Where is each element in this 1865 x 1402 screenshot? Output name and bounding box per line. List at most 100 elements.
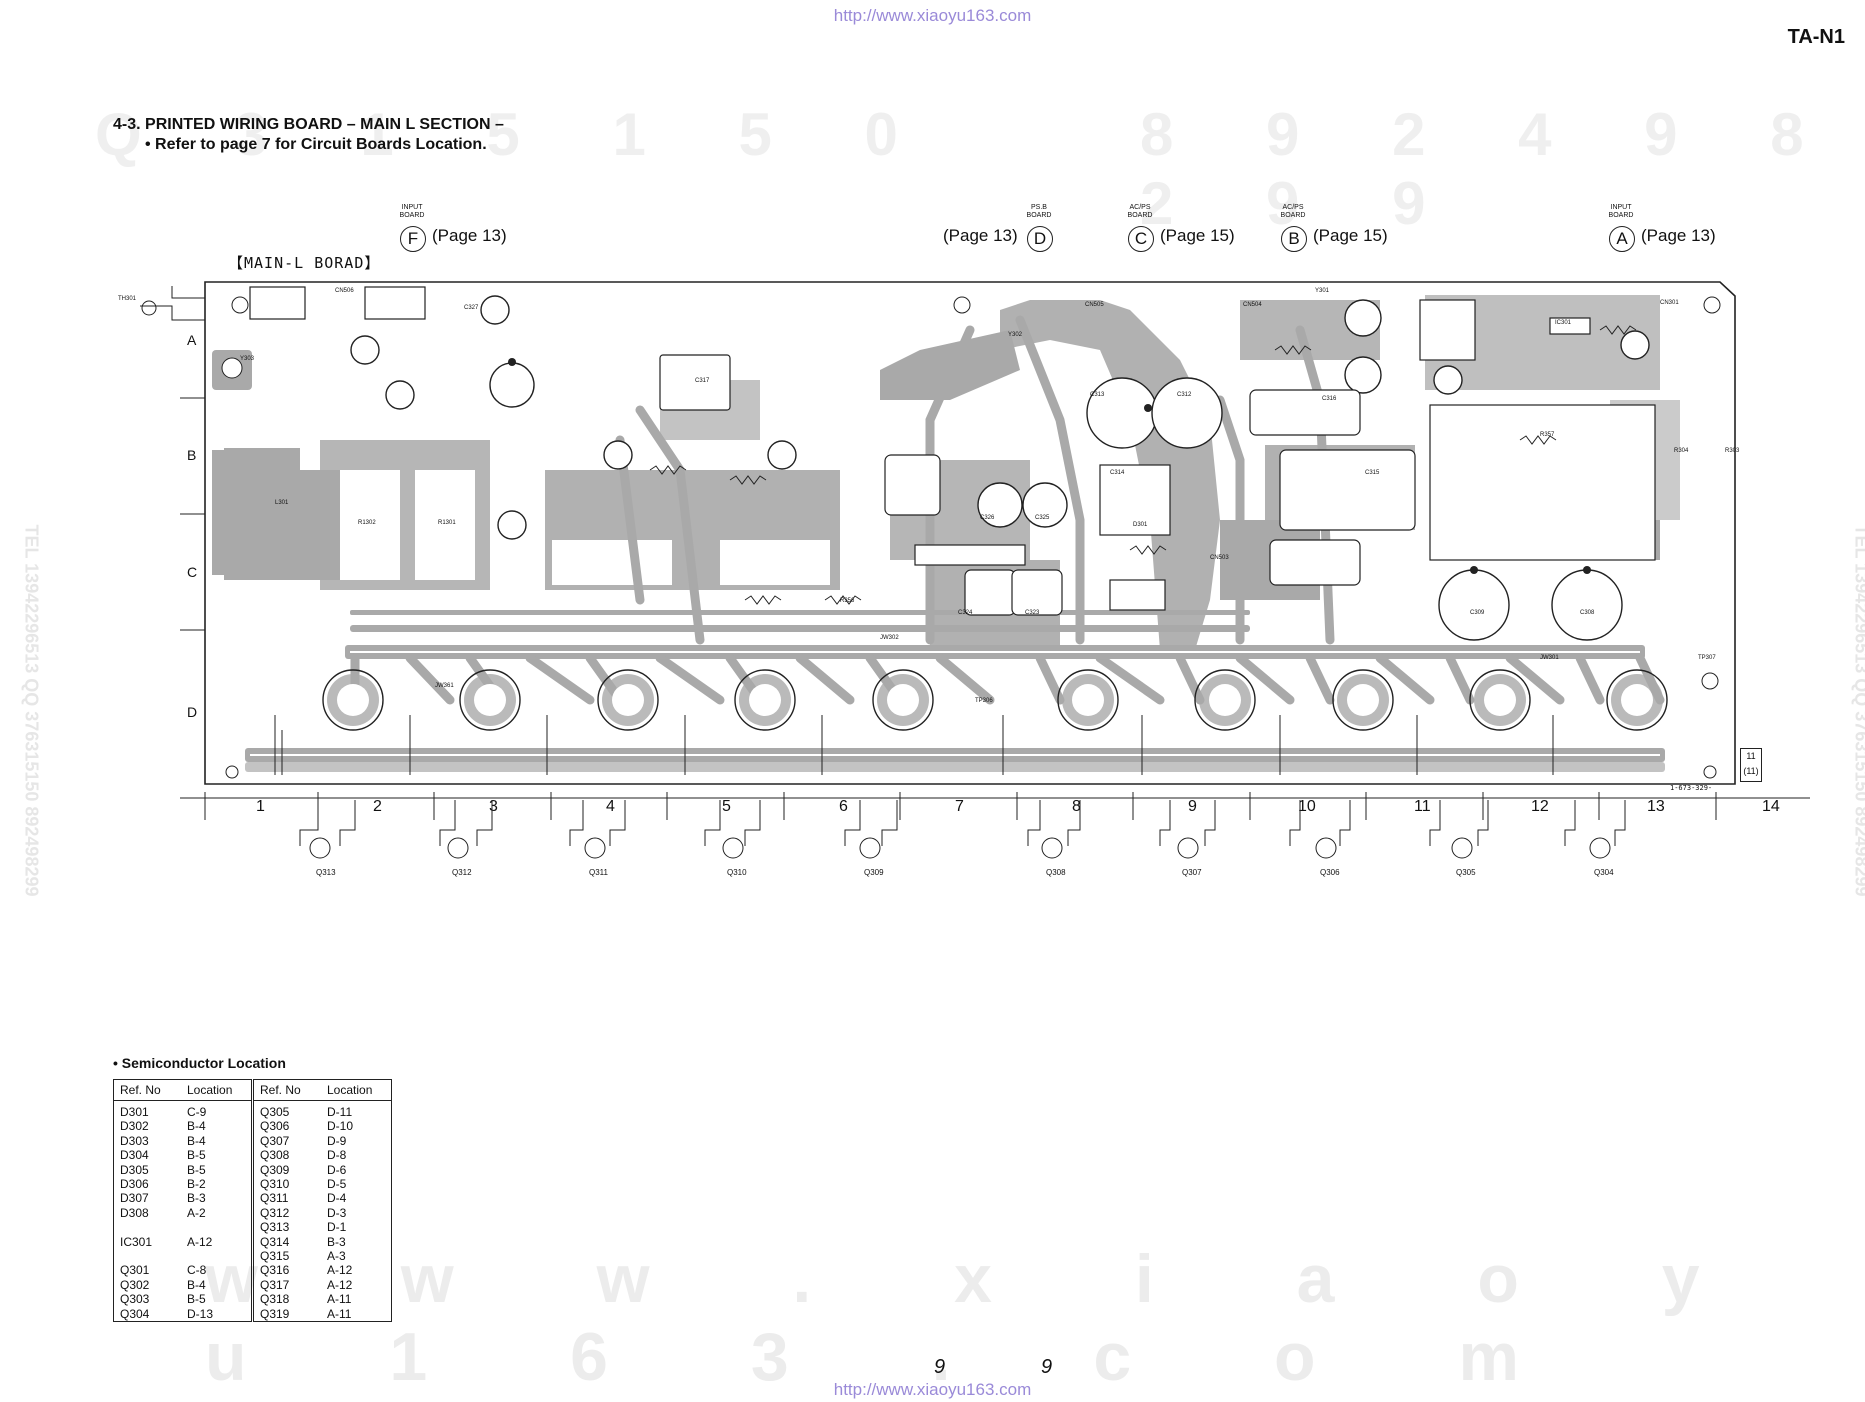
ref-no-cell: D304 bbox=[120, 1148, 149, 1163]
connector-letter: A bbox=[1609, 226, 1635, 252]
location-cell: D-8 bbox=[327, 1148, 347, 1163]
connector-page-ref: (Page 13) bbox=[432, 226, 507, 245]
capacitor-label: C323 bbox=[1025, 610, 1040, 616]
location-cell: A-12 bbox=[327, 1263, 353, 1278]
ref-no-cell bbox=[114, 1249, 182, 1263]
connector-tag: AC/PS BOARD bbox=[1280, 204, 1306, 219]
location-cell: B-4 bbox=[187, 1119, 206, 1134]
connector-page-ref: (Page 13) bbox=[1641, 226, 1716, 245]
transistor-label: Q307 bbox=[1182, 868, 1202, 877]
col-number: 10 bbox=[1298, 798, 1316, 815]
ref-no-cell: D302 bbox=[120, 1119, 149, 1134]
part-label: JW302 bbox=[880, 635, 899, 641]
ref-no-cell: D301 bbox=[120, 1105, 149, 1119]
part-label: L301 bbox=[275, 500, 289, 506]
transistor-label: Q310 bbox=[727, 868, 747, 877]
part-label: D301 bbox=[1133, 522, 1148, 528]
header-ref-no: Ref. No bbox=[113, 1079, 181, 1101]
board-label: 【MAIN-L BORAD】 bbox=[228, 254, 381, 272]
connector-page-ref: (Page 15) bbox=[1160, 226, 1235, 245]
row-letter: C bbox=[187, 564, 198, 580]
header-ref-no: Ref. No bbox=[251, 1079, 321, 1101]
url-top[interactable]: http://www.xiaoyu163.com bbox=[833, 6, 1032, 25]
transistor-label: Q306 bbox=[1320, 868, 1340, 877]
model-number: TA-N1 bbox=[1787, 26, 1845, 48]
section-title: 4-3. PRINTED WIRING BOARD – MAIN L SECTI… bbox=[113, 116, 504, 133]
part-label: IC301 bbox=[1555, 320, 1572, 326]
part-label: R1301 bbox=[438, 520, 456, 526]
col-number: 5 bbox=[722, 798, 731, 815]
location-cell bbox=[181, 1249, 253, 1263]
location-cell: B-3 bbox=[187, 1191, 206, 1206]
ref-no-cell: Q306 bbox=[251, 1119, 321, 1134]
ref-no-cell: Q309 bbox=[251, 1162, 321, 1178]
location-cell: B-4 bbox=[187, 1277, 206, 1292]
watermark-digits-left: Q 3 1 5 1 5 0 bbox=[95, 101, 936, 168]
col-number: 12 bbox=[1531, 798, 1549, 815]
capacitor-label: C325 bbox=[1035, 515, 1050, 521]
connector-letter: C bbox=[1128, 226, 1154, 252]
part-label: CN301 bbox=[1660, 300, 1679, 306]
part-label: TH301 bbox=[118, 296, 137, 302]
location-cell: D-9 bbox=[327, 1133, 347, 1148]
row-letter: A bbox=[187, 332, 197, 348]
location-cell: B-2 bbox=[187, 1177, 206, 1192]
page-number-left: 9 bbox=[934, 1356, 946, 1378]
capacitor-label: C315 bbox=[1365, 470, 1380, 476]
part-label: TP307 bbox=[1698, 655, 1716, 661]
connector-tag: INPUT BOARD bbox=[1608, 204, 1634, 219]
ref-no-cell: IC301 bbox=[120, 1234, 153, 1249]
connector-b: AC/PS BOARD B (Page 15) bbox=[1273, 204, 1388, 252]
capacitor-label: C312 bbox=[1177, 392, 1192, 398]
capacitor-label: C309 bbox=[1470, 610, 1485, 616]
col-number: 7 bbox=[955, 798, 964, 815]
connector-letter: D bbox=[1027, 226, 1053, 252]
part-label: Y302 bbox=[1008, 332, 1023, 338]
capacitor-label: C308 bbox=[1580, 610, 1595, 616]
ref-no-cell: Q311 bbox=[251, 1191, 321, 1206]
location-cell: D-1 bbox=[327, 1220, 347, 1235]
ref-no-cell: Q302 bbox=[120, 1277, 150, 1292]
ref-no-cell: Q305 bbox=[251, 1100, 321, 1120]
watermark-digits-right: 8 9 2 4 9 8 2 9 9 bbox=[1140, 101, 1842, 237]
connector-f: INPUT BOARD F (Page 13) bbox=[392, 204, 507, 252]
col-number: 3 bbox=[489, 798, 498, 815]
transistor-label: Q309 bbox=[864, 868, 884, 877]
ref-no-cell: Q319 bbox=[251, 1306, 321, 1322]
location-cell: A-2 bbox=[187, 1205, 206, 1220]
connector-tag: PS.B BOARD bbox=[1026, 204, 1052, 219]
ref-no-cell: D308 bbox=[120, 1205, 149, 1220]
location-cell: B-3 bbox=[327, 1234, 346, 1249]
board-id-suffix2: (11) bbox=[1743, 766, 1759, 776]
transistor-label: Q313 bbox=[316, 868, 336, 877]
header-location: Location bbox=[321, 1079, 392, 1101]
location-cell: D-11 bbox=[327, 1105, 353, 1119]
part-label: Y303 bbox=[240, 356, 255, 362]
ref-no-cell: Q307 bbox=[251, 1133, 321, 1149]
location-cell: A-12 bbox=[327, 1277, 353, 1292]
url-bottom[interactable]: http://www.xiaoyu163.com bbox=[833, 1380, 1032, 1399]
row-letter: D bbox=[187, 704, 198, 720]
capacitor-label: C313 bbox=[1090, 392, 1105, 398]
ref-no-cell: Q310 bbox=[251, 1177, 321, 1192]
connector-c: AC/PS BOARD C (Page 15) bbox=[1120, 204, 1235, 252]
location-cell: C-8 bbox=[187, 1263, 207, 1278]
connector-tag: INPUT BOARD bbox=[399, 204, 425, 219]
ref-no-cell: Q303 bbox=[120, 1292, 150, 1307]
ref-no-cell: D306 bbox=[120, 1177, 149, 1192]
ref-no-cell: D305 bbox=[120, 1162, 149, 1177]
legend-title: • Semiconductor Location bbox=[113, 1055, 286, 1071]
part-label: R1302 bbox=[358, 520, 376, 526]
capacitor-label: C316 bbox=[1322, 396, 1337, 402]
capacitor-label: C324 bbox=[958, 610, 973, 616]
transistor-label: Q308 bbox=[1046, 868, 1066, 877]
capacitor-label: C314 bbox=[1110, 470, 1125, 476]
